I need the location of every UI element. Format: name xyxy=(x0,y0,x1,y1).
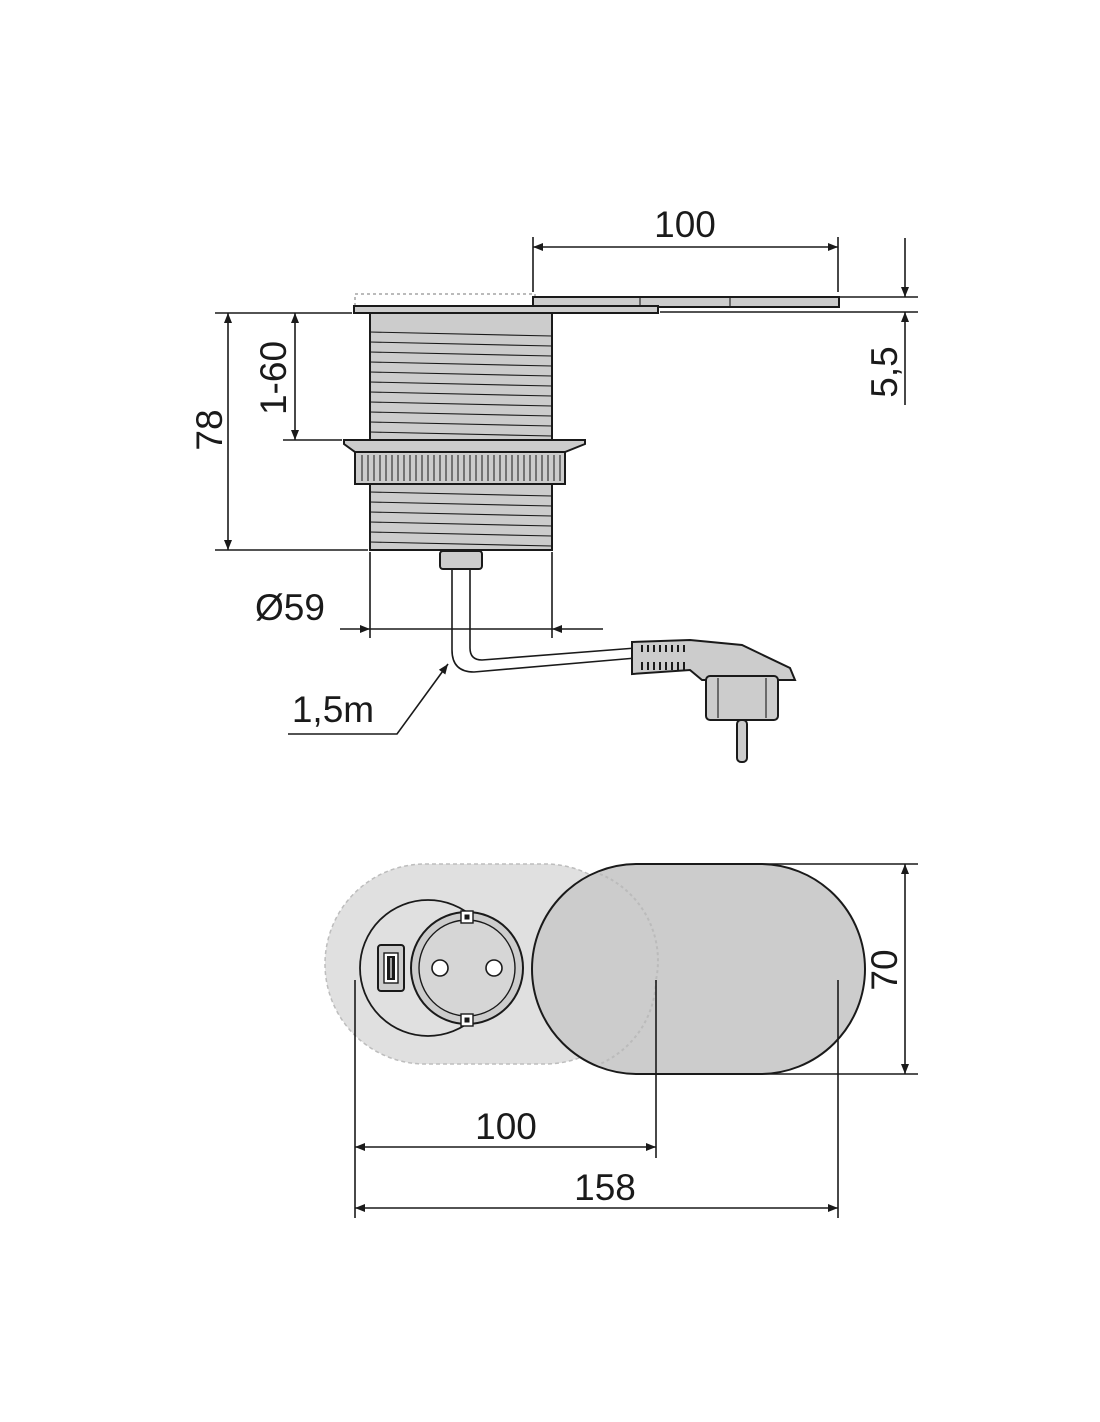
usb-port-icon xyxy=(377,944,405,992)
dim-diameter-label: Ø59 xyxy=(255,587,325,628)
dim-top-height: 70 xyxy=(762,863,918,1075)
dim-lid-thickness-label: 5,5 xyxy=(864,346,905,397)
top-view: 70 100 158 xyxy=(324,863,918,1218)
side-view: 100 5,5 78 1-60 xyxy=(189,204,918,763)
cable-length-leader: 1,5m xyxy=(288,663,449,735)
dim-top-height-label: 70 xyxy=(864,949,905,990)
cable-length-label: 1,5m xyxy=(292,689,374,730)
dim-socket-to-lid: 100 xyxy=(354,980,657,1218)
dim-lid-thickness: 5,5 xyxy=(660,238,918,405)
schuko-plug-icon xyxy=(631,638,797,763)
dim-overall-length-label: 158 xyxy=(574,1167,636,1208)
nut-knurling xyxy=(361,455,561,481)
sliding-lid xyxy=(531,863,866,1075)
dim-diameter: Ø59 xyxy=(255,552,603,638)
dim-overall-length: 158 xyxy=(355,980,839,1218)
power-cable xyxy=(439,550,637,673)
dim-lid-width-label: 100 xyxy=(654,204,716,245)
dim-total-height-label: 78 xyxy=(189,409,230,450)
schuko-socket-icon xyxy=(410,910,524,1027)
lid-plate xyxy=(353,296,840,314)
thread-lines xyxy=(369,331,553,547)
dim-worktop-range-label: 1-60 xyxy=(253,341,294,415)
threaded-body xyxy=(369,312,553,551)
dim-socket-to-lid-label: 100 xyxy=(475,1106,537,1147)
dim-total-height: 78 xyxy=(189,312,368,551)
dim-worktop-range: 1-60 xyxy=(253,313,342,441)
mounting-nut xyxy=(343,439,586,485)
dim-lid-width: 100 xyxy=(532,204,839,292)
lid-ghost-outline xyxy=(354,293,536,307)
